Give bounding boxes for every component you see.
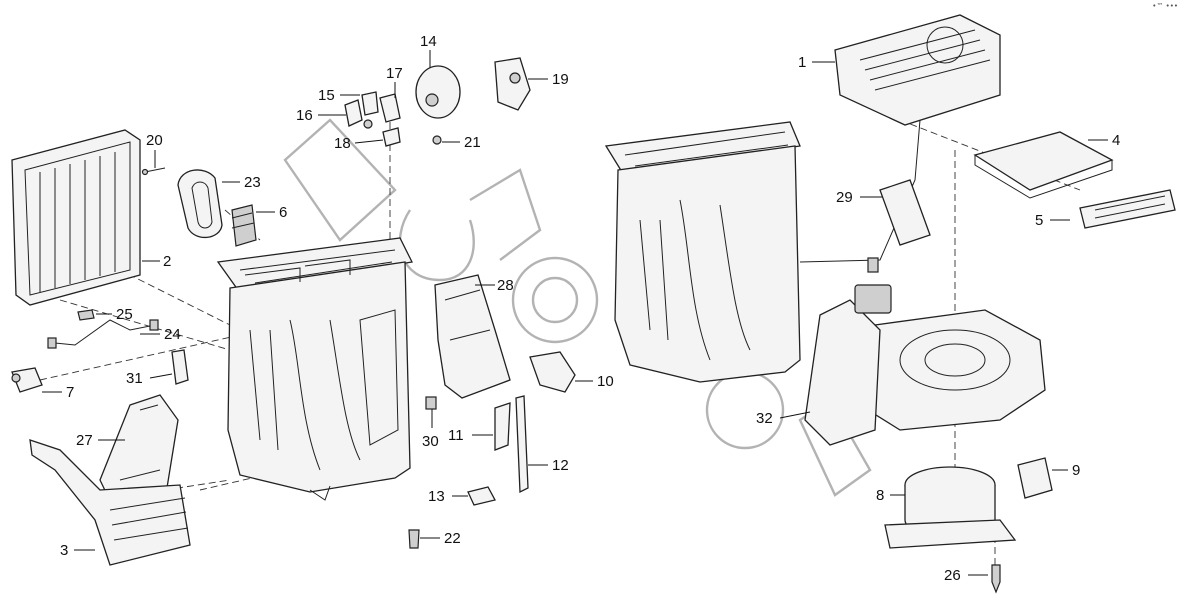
- part-14-actuator: [415, 65, 461, 119]
- callout-18: 18: [334, 135, 351, 152]
- part-19-actuator-motor: [494, 57, 531, 111]
- part-12-rod: [515, 395, 529, 494]
- callout-30: 30: [422, 433, 439, 450]
- right-hvac-housing: [604, 121, 801, 383]
- callout-20: 20: [146, 132, 163, 149]
- part-28-duct: [434, 274, 511, 399]
- part-2-evaporator: [11, 129, 141, 306]
- callout-10: 10: [597, 373, 614, 390]
- callout-12: 12: [552, 457, 569, 474]
- callout-32: 32: [756, 410, 773, 427]
- callout-27: 27: [76, 432, 93, 449]
- callout-13: 13: [428, 488, 445, 505]
- callout-3: 3: [60, 542, 68, 559]
- callout-19: 19: [552, 71, 569, 88]
- callout-31: 31: [126, 370, 143, 387]
- callout-22: 22: [444, 530, 461, 547]
- callout-29: 29: [836, 189, 853, 206]
- callout-21: 21: [464, 134, 481, 151]
- part-13-clip: [467, 486, 496, 506]
- callout-7: 7: [66, 384, 74, 401]
- callout-2: 2: [163, 253, 171, 270]
- callout-23: 23: [244, 174, 261, 191]
- part-21-nut: [432, 135, 442, 145]
- part-11-lever: [494, 402, 511, 451]
- callout-11: 11: [448, 427, 464, 444]
- callout-16: 16: [296, 107, 313, 124]
- part-15-18-levers: [344, 91, 401, 147]
- part-20-pin: [141, 167, 166, 176]
- part-3-heater-core: [29, 439, 191, 566]
- part-1-air-inlet-case: [834, 14, 1001, 126]
- part-23-seal: [177, 169, 223, 239]
- callout-15: 15: [318, 87, 335, 104]
- part-7-sensor: [11, 367, 43, 393]
- leader-lines: [42, 50, 1108, 576]
- callout-26: 26: [944, 567, 961, 584]
- part-10-bracket: [529, 351, 576, 393]
- callout-labels: 1 2 3 4 5 6 7 8 9 10 11 12 13 14 15 16 1…: [60, 33, 1120, 584]
- part-24-25-harness: [47, 309, 159, 349]
- part-30-clip: [425, 396, 437, 410]
- left-hvac-housing: [216, 237, 413, 501]
- part-29-wire-harness: [799, 119, 931, 273]
- callout-17: 17: [386, 65, 403, 82]
- part-26-screw: [991, 564, 1001, 594]
- part-22-screw: [408, 529, 420, 549]
- callout-9: 9: [1072, 462, 1080, 479]
- part-32-blower-housing: [804, 284, 1046, 446]
- corner-mark: •™ •••: [1152, 2, 1178, 10]
- part-5-filter-cover: [1079, 189, 1176, 229]
- callout-4: 4: [1112, 132, 1120, 149]
- callout-8: 8: [876, 487, 884, 504]
- part-4-filter: [973, 131, 1114, 199]
- callout-24: 24: [164, 326, 181, 343]
- callout-6: 6: [279, 204, 287, 221]
- part-6-connector: [231, 204, 257, 247]
- part-31-bracket: [171, 349, 189, 385]
- callout-25: 25: [116, 306, 133, 323]
- callout-5: 5: [1035, 212, 1043, 229]
- callout-1: 1: [798, 54, 806, 71]
- part-8-blower-motor: [884, 466, 1017, 549]
- callout-28: 28: [497, 277, 514, 294]
- part-9-resistor: [1017, 457, 1053, 499]
- callout-14: 14: [420, 33, 437, 50]
